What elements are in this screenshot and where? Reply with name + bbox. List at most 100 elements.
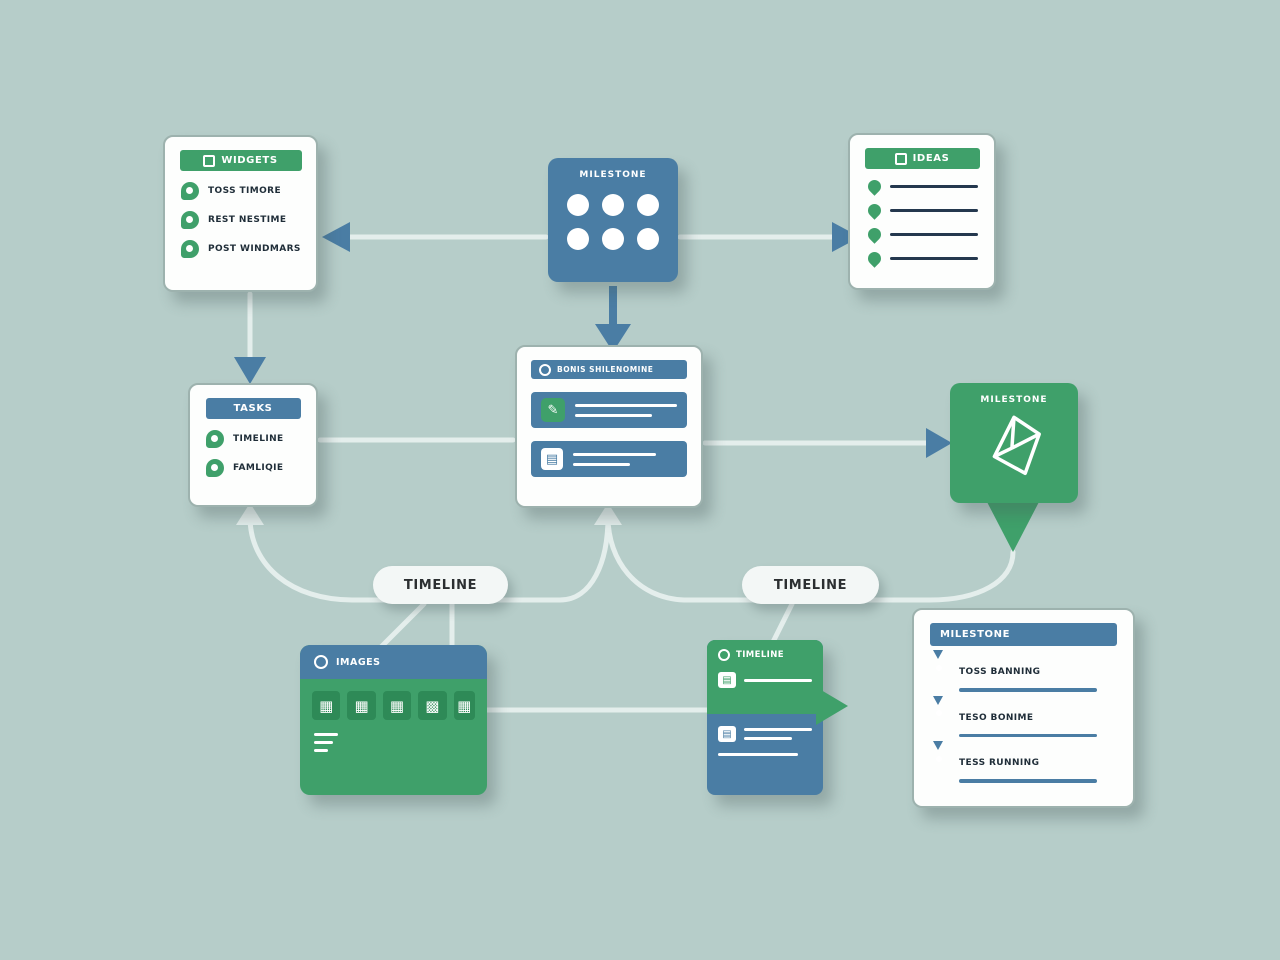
image-thumbnail-icon: ▩ — [418, 691, 447, 720]
text-line — [314, 741, 333, 744]
person-pin-icon — [930, 695, 948, 733]
clock-icon — [539, 363, 551, 376]
widgets-card: WIDGETS TOSS TIMORE REST NESTIME POST WI… — [163, 135, 318, 292]
list-item-label: REST NESTIME — [208, 215, 287, 225]
task-item-icon — [206, 430, 224, 448]
milestone-list-card: MILESTONE TOSS BANNING TESO BONIME — [912, 608, 1135, 808]
center-card: BONIS SHILENOMINE ✎ ▤ — [515, 345, 703, 508]
list-item: TOSS BANNING — [930, 650, 1117, 692]
list-item-body: TESS RUNNING — [959, 750, 1117, 783]
dot-icon — [567, 228, 589, 250]
text-line — [314, 733, 338, 736]
timeline-card-header: TIMELINE — [718, 649, 812, 661]
dot-icon — [602, 228, 624, 250]
connector-curve-right — [605, 514, 1016, 603]
list-item-label: POST WINDMARS — [208, 244, 301, 254]
calendar-icon: ▤ — [718, 672, 736, 688]
milestone-green-block: MILESTONE — [950, 383, 1078, 503]
text-line — [890, 208, 978, 213]
list-item-label: TESO BONIME — [959, 712, 1034, 723]
arrow-up-tasks-icon — [236, 503, 264, 525]
clock-icon — [718, 649, 730, 661]
timeline-pill-left: TIMELINE — [373, 566, 508, 604]
dot-icon — [567, 194, 589, 216]
widget-item-icon — [181, 182, 199, 200]
person-pin-icon — [930, 741, 948, 778]
text-line — [744, 737, 792, 740]
pin-icon — [865, 225, 884, 244]
task-item-icon — [206, 459, 224, 477]
list-item: TIMELINE — [206, 430, 316, 448]
text-lines — [314, 733, 487, 752]
arrow-right-center-icon — [926, 428, 952, 458]
text-line — [744, 678, 812, 682]
text-line — [890, 256, 978, 261]
widget-item-icon — [181, 211, 199, 229]
text-line — [573, 452, 657, 456]
text-line — [718, 753, 798, 756]
timeline-card-title: TIMELINE — [736, 650, 784, 660]
list-item-label: TIMELINE — [233, 434, 284, 444]
center-card-title: BONIS SHILENOMINE — [557, 365, 654, 374]
list-item: TOSS TIMORE — [181, 182, 316, 200]
text-line — [890, 184, 978, 189]
tasks-card-title: TASKS — [233, 403, 273, 414]
text-line — [744, 728, 812, 731]
pencil-icon: ✎ — [541, 398, 565, 422]
images-card: IMAGES ▦ ▦ ▦ ▩ ▦ — [300, 645, 487, 795]
images-card-title: IMAGES — [336, 656, 381, 668]
ideas-card: IDEAS — [848, 133, 996, 290]
arrow-down-milestone-icon — [595, 324, 631, 352]
list-item — [865, 249, 994, 268]
timeline-card-bottom: ▤ — [707, 714, 823, 756]
list-item-label: TOSS TIMORE — [208, 186, 282, 196]
text-line — [573, 462, 631, 466]
milestone-block-title: MILESTONE — [579, 170, 647, 180]
gem-icon — [992, 415, 1041, 476]
dot-grid-icon — [548, 194, 678, 250]
arrow-down-widgets-icon — [234, 357, 266, 384]
arrow-right-green-icon — [816, 687, 848, 725]
image-thumbnail-icon: ▦ — [453, 691, 476, 720]
list-item — [865, 201, 994, 220]
timeline-card-row: ▤ — [718, 726, 812, 742]
dot-icon — [637, 194, 659, 216]
ideas-card-title: IDEAS — [912, 153, 950, 164]
milestone-list-header: MILESTONE — [930, 623, 1117, 646]
ideas-card-header: IDEAS — [864, 148, 980, 169]
underline — [959, 688, 1097, 692]
images-card-header: IMAGES — [300, 645, 487, 679]
dot-icon — [637, 228, 659, 250]
timeline-card: TIMELINE ▤ ▤ — [707, 640, 823, 795]
milestone-green-title: MILESTONE — [980, 395, 1048, 405]
list-item: TESO BONIME — [930, 695, 1117, 737]
camera-icon — [314, 655, 328, 669]
underline — [959, 733, 1097, 737]
list-item — [865, 225, 994, 244]
list-item: POST WINDMARS — [181, 240, 316, 258]
list-item — [865, 177, 994, 196]
person-pin-icon — [930, 650, 948, 687]
widgets-card-title: WIDGETS — [221, 155, 278, 166]
timeline-pill-right: TIMELINE — [742, 566, 879, 604]
document-icon: ▤ — [718, 726, 736, 742]
document-icon: ▤ — [541, 448, 563, 470]
timeline-pill-right-label: TIMELINE — [773, 577, 848, 593]
text-lines — [575, 403, 677, 417]
idea-icon — [894, 152, 907, 165]
tasks-card-header: TASKS — [205, 398, 301, 419]
widget-item-icon — [181, 240, 199, 258]
tasks-card: TASKS TIMELINE FAMLIQIE — [188, 383, 318, 507]
text-lines — [744, 678, 812, 682]
center-card-row: ▤ — [531, 441, 687, 477]
pin-icon — [865, 249, 884, 268]
text-lines — [718, 753, 812, 756]
connector-pill-to-images-a — [377, 601, 427, 651]
widget-icon — [203, 154, 216, 167]
text-lines — [744, 728, 812, 740]
center-card-header: BONIS SHILENOMINE — [531, 360, 687, 379]
list-item-label: FAMLIQIE — [233, 463, 284, 473]
text-line — [890, 232, 978, 237]
timeline-card-row — [718, 753, 812, 756]
